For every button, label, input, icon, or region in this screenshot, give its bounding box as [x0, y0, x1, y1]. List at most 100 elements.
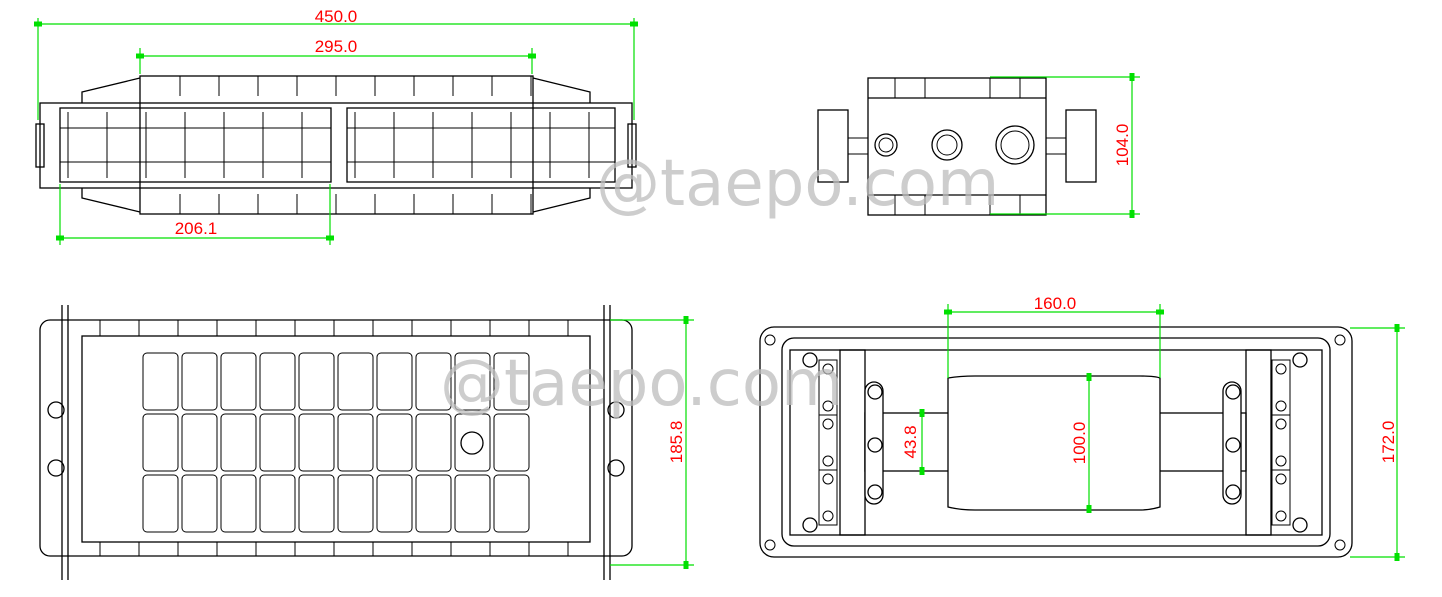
bracket-left [864, 381, 884, 505]
splice-tray [947, 375, 1161, 511]
top-body-outline [39, 319, 633, 557]
top-cell [415, 413, 452, 472]
top-cell [454, 352, 491, 411]
bracket-nut [1225, 484, 1241, 500]
clamp-screw [822, 418, 834, 430]
mount-hole [1334, 334, 1346, 346]
mount-hole [764, 334, 776, 346]
side-tapers [81, 77, 591, 213]
bracket-nut [867, 437, 883, 453]
arrowhead [1086, 505, 1092, 513]
clamp-screw [1275, 400, 1287, 412]
dim-text-206: 206.1 [175, 219, 218, 238]
dim-text-295: 295.0 [315, 37, 358, 56]
clamp-screw [1275, 473, 1287, 485]
arrowhead [1156, 309, 1164, 315]
arrowhead [1129, 73, 1135, 81]
end-view [817, 77, 1097, 216]
mount-hole [1334, 539, 1346, 551]
arrowhead [326, 235, 334, 241]
arrowhead [34, 21, 42, 27]
top-view [39, 305, 633, 580]
clamp-screw [822, 455, 834, 467]
top-cell [376, 474, 413, 533]
clamp-screw [822, 510, 834, 522]
top-screw [607, 401, 625, 419]
cable-clamp [1271, 359, 1291, 416]
top-cell [454, 474, 491, 533]
bracket-right [1222, 381, 1242, 505]
arrowhead [1394, 553, 1400, 561]
top-screw [47, 401, 65, 419]
arrowhead [528, 53, 536, 59]
side-panel-left [59, 107, 332, 183]
top-cell [454, 413, 491, 472]
top-cell [259, 352, 296, 411]
top-cell [181, 352, 218, 411]
cable-port-small-inner [878, 137, 894, 153]
clamp-screw [1275, 510, 1287, 522]
end-view-dimensions: 104.0 [990, 76, 1140, 215]
top-cell [415, 352, 452, 411]
clamp-screw [822, 473, 834, 485]
top-vent-hole [460, 431, 484, 455]
dim-text-104: 104.0 [1113, 124, 1132, 167]
cable-port-large [995, 125, 1035, 165]
clamp-screw [1275, 455, 1287, 467]
clamp-screw [1275, 418, 1287, 430]
side-end-cap-left [35, 123, 45, 168]
bracket-nut [867, 384, 883, 400]
top-view-dimensions: 185.8 [610, 319, 694, 566]
top-cell [259, 413, 296, 472]
top-cell [337, 413, 374, 472]
corner-screw [802, 517, 818, 533]
corner-screw [1292, 517, 1308, 533]
clamp-screw [822, 400, 834, 412]
side-view [35, 75, 637, 215]
top-cell [298, 352, 335, 411]
arrowhead [944, 309, 952, 315]
corner-screw [802, 352, 818, 368]
end-clamp-right [1065, 109, 1097, 183]
cable-clamp [1271, 469, 1291, 526]
cable-clamp [818, 469, 838, 526]
end-bolt-right [1045, 137, 1067, 155]
top-cell [415, 474, 452, 533]
dim-text-450: 450.0 [315, 7, 358, 26]
inner-body-outline [759, 326, 1353, 558]
arrowhead [683, 316, 689, 324]
inner-view [759, 326, 1353, 558]
side-body-outline [39, 102, 633, 189]
top-cell [142, 474, 179, 533]
cable-port-medium-inner [936, 134, 958, 156]
dimension-arrowheads [34, 21, 1400, 569]
watermark: @taepo.com [440, 347, 843, 421]
arrowhead [919, 409, 925, 417]
top-cell [220, 474, 257, 533]
top-cell [376, 413, 413, 472]
top-cell [142, 352, 179, 411]
mount-hole [764, 539, 776, 551]
top-cell [181, 413, 218, 472]
top-cell [493, 413, 530, 472]
arrowhead [919, 467, 925, 475]
dim-text-43: 43.8 [901, 425, 920, 458]
side-view-dimensions: 450.0 295.0 206.1 [37, 7, 635, 245]
top-cell [181, 474, 218, 533]
cable-port-small [874, 133, 898, 157]
top-cell [259, 474, 296, 533]
arrowhead [136, 53, 144, 59]
top-cell [493, 352, 530, 411]
watermark: @taepo.com [596, 147, 999, 221]
side-end-cap-right [627, 123, 637, 168]
bracket-nut [1225, 437, 1241, 453]
top-cell [337, 474, 374, 533]
dim-text-185: 185.8 [667, 421, 686, 464]
dim-text-160: 160.0 [1034, 294, 1077, 313]
inner-frame [789, 349, 1323, 536]
top-cell [376, 352, 413, 411]
top-cell [337, 352, 374, 411]
bracket-nut [1225, 384, 1241, 400]
arrowhead [1394, 324, 1400, 332]
